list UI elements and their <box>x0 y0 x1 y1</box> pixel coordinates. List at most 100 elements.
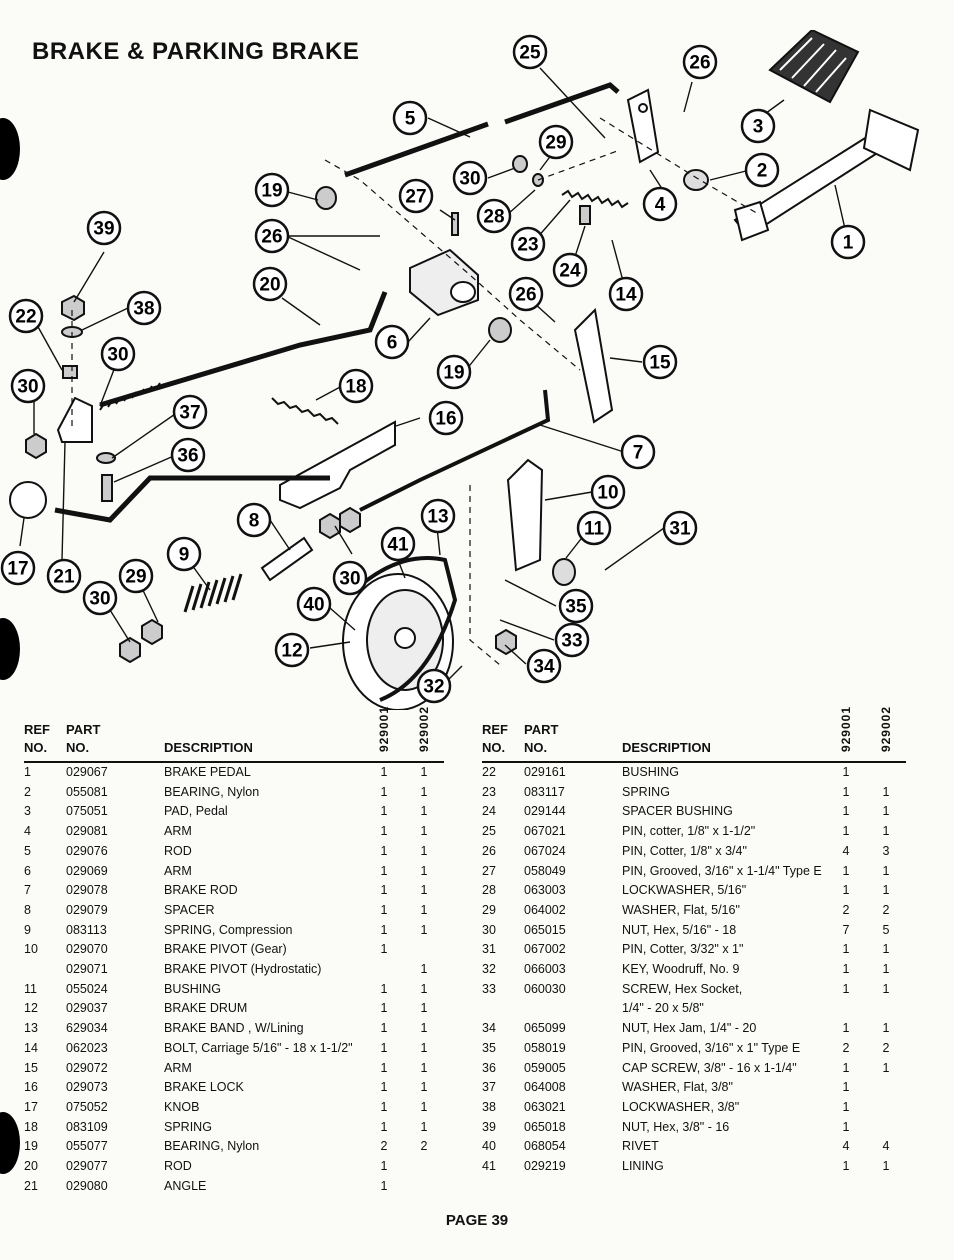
brake-pivot-10-drawing <box>506 458 544 572</box>
qty-929002-cell: 5 <box>882 922 890 937</box>
description-cell: KNOB <box>164 1100 200 1114</box>
header-part-line1: PART <box>66 722 101 738</box>
callout-number: 31 <box>669 519 691 540</box>
description-cell: CAP SCREW, 3/8" - 16 x 1-1/4" <box>622 1060 797 1075</box>
ref-no-cell: 37 <box>482 1080 496 1095</box>
bearing-2-drawing <box>683 169 709 191</box>
rod-25-drawing <box>504 82 620 125</box>
description-cell: LINING <box>622 1159 664 1174</box>
qty-929002-cell: 1 <box>420 981 428 996</box>
callout-27: 27 <box>398 178 434 214</box>
description-cell: SPRING <box>622 784 670 799</box>
qty-929002-cell: 1 <box>420 1119 428 1134</box>
callout-number: 23 <box>517 235 538 256</box>
callout-9: 9 <box>166 536 202 572</box>
callout-1: 1 <box>830 224 866 260</box>
qty-929001-cell: 2 <box>380 1139 388 1154</box>
part-no-cell: 029078 <box>66 883 108 898</box>
qty-929001-cell: 4 <box>842 843 850 858</box>
description-cell: BRAKE PIVOT (Hydrostatic) <box>164 962 322 977</box>
rod-21-drawing <box>54 475 330 523</box>
callout-circle <box>10 368 46 404</box>
qty-929002-cell: 1 <box>882 1021 890 1036</box>
part-no-cell: 066003 <box>524 962 566 977</box>
ref-no-cell: 20 <box>24 1159 38 1174</box>
part-no-cell: 055077 <box>66 1139 108 1154</box>
callout-circle <box>252 266 288 302</box>
qty-929001-cell: 1 <box>380 922 388 937</box>
part-no-cell: 029067 <box>66 765 108 780</box>
qty-929002-cell <box>404 1177 444 1197</box>
qty-929002-cell <box>404 940 444 960</box>
qty-929001-cell: 1 <box>842 1159 850 1174</box>
callout-circle <box>428 400 464 436</box>
qty-929002-cell: 1 <box>882 1060 890 1075</box>
ref-no-cell: 3 <box>24 804 31 819</box>
header-ref-line2: NO. <box>24 740 48 756</box>
callout-number: 4 <box>655 195 666 216</box>
qty-929001-cell: 1 <box>380 1159 388 1174</box>
callout-number: 30 <box>89 589 110 610</box>
part-no-cell: 065099 <box>524 1021 566 1036</box>
qty-929001-cell: 1 <box>842 1119 850 1134</box>
ref-no-cell: 21 <box>24 1178 38 1193</box>
callout-number: 16 <box>435 409 456 430</box>
qty-929001-cell: 1 <box>842 784 850 799</box>
description-cell: BUSHING <box>164 981 221 996</box>
callout-number: 18 <box>345 377 366 398</box>
header-model-929002: 929002 <box>404 706 444 764</box>
header-description: DESCRIPTION <box>622 706 826 764</box>
callout-number: 1 <box>843 233 854 254</box>
qty-929001-cell: 1 <box>380 843 388 858</box>
callout-circle <box>436 354 472 390</box>
callout-number: 37 <box>179 403 200 424</box>
callout-circle <box>374 324 410 360</box>
part-no-cell: 067002 <box>524 942 566 957</box>
callout-15: 15 <box>642 344 678 380</box>
ref-no-cell: 11 <box>24 981 37 996</box>
callout-30: 30 <box>332 560 368 596</box>
callout-30: 30 <box>452 160 488 196</box>
callout-number: 10 <box>597 483 618 504</box>
qty-929002-cell: 1 <box>882 824 890 839</box>
callout-circle <box>170 437 206 473</box>
part-no-cell: 029071 <box>66 962 108 977</box>
part-no-cell: 029081 <box>66 824 108 839</box>
callout-circle <box>380 526 416 562</box>
ref-no-cell: 17 <box>24 1100 38 1114</box>
part-no-cell: 064002 <box>524 902 566 917</box>
callout-number: 19 <box>443 363 464 384</box>
qty-929002-cell: 2 <box>420 1139 428 1154</box>
callout-number: 5 <box>405 109 416 130</box>
callout-number: 28 <box>483 207 504 228</box>
part-no-cell: 067021 <box>524 824 566 839</box>
callout-number: 33 <box>561 631 582 652</box>
callout-number: 11 <box>584 519 605 540</box>
callout-33: 33 <box>554 622 590 658</box>
brake-lock-16-drawing <box>279 420 396 510</box>
qty-929002-cell: 1 <box>420 962 428 977</box>
part-no-cell: 629034 <box>66 1021 108 1036</box>
callout-circle <box>236 502 272 538</box>
callout-number: 20 <box>259 275 280 296</box>
ref-no-cell: 12 <box>24 1001 38 1016</box>
ref-no-cell: 23 <box>482 784 496 799</box>
arm-6-bore <box>450 281 476 303</box>
ref-no-cell: 40 <box>482 1139 496 1154</box>
part-no-cell: 060030 <box>524 981 566 996</box>
callout-circle <box>254 172 290 208</box>
ref-no-cell: 10 <box>24 942 38 957</box>
